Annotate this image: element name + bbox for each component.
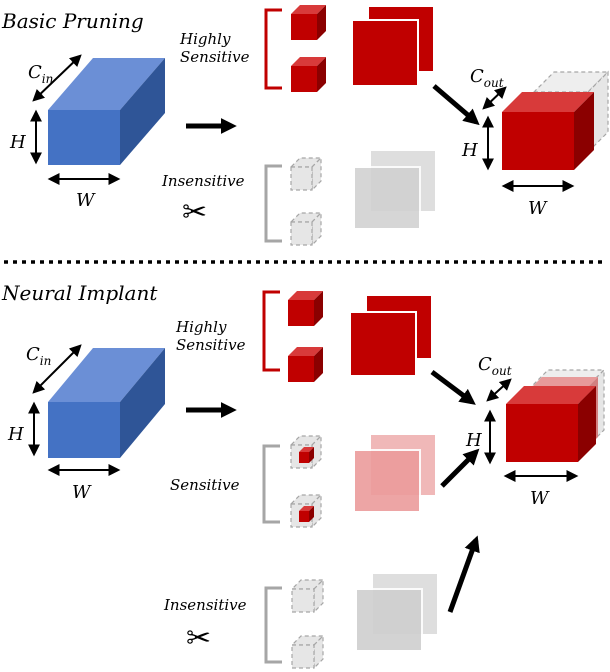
c-in-label: Cin	[28, 62, 53, 86]
merge-arrow-insensitive	[447, 535, 480, 613]
input-feature-cube	[48, 348, 165, 458]
highly-sensitive-bracket	[264, 8, 282, 90]
out-h-label: H	[465, 430, 482, 451]
insensitive-bracket	[264, 586, 282, 664]
insensitive-filter-1	[290, 578, 325, 614]
out-w-label: W	[530, 488, 550, 509]
channel-out-arrow	[482, 86, 507, 110]
c-out-label: Cout	[478, 354, 512, 378]
out-w-label: W	[528, 198, 548, 219]
section-title-neural-implant: Neural Implant	[1, 281, 158, 305]
implant-feature-maps	[353, 433, 437, 513]
insensitive-label: Insensitive	[163, 596, 247, 614]
merge-arrow	[432, 84, 480, 126]
sensitive-filter-1	[291, 5, 326, 40]
sensitive-filter-1	[288, 291, 323, 326]
w-label: W	[72, 482, 92, 503]
section-title-basic-pruning: Basic Pruning	[1, 9, 144, 33]
insensitive-filter-2	[290, 634, 325, 670]
out-h-label: H	[461, 140, 478, 161]
highly-sensitive-label-1: Highly	[179, 30, 231, 48]
channel-out-arrow	[486, 378, 512, 402]
highly-sensitive-label-2: Sensitive	[180, 48, 250, 66]
insensitive-filter-2	[289, 211, 323, 247]
scissors-icon: ✂	[182, 195, 207, 230]
implant-filter-1	[289, 434, 323, 470]
sensitive-filter-2	[288, 347, 323, 382]
sensitive-filter-2	[291, 57, 326, 92]
insensitive-label: Insensitive	[161, 172, 245, 190]
implant-filter-2	[289, 493, 323, 529]
merge-arrow-implant	[440, 448, 480, 488]
channel-in-arrow	[32, 54, 82, 102]
scissors-icon: ✂	[186, 621, 211, 656]
output-cube-implanted	[506, 368, 606, 462]
highly-sensitive-label-1: Highly	[175, 318, 227, 336]
highly-sensitive-label-2: Sensitive	[176, 336, 246, 354]
w-label: W	[76, 190, 96, 211]
sensitive-bracket	[262, 444, 280, 524]
h-label: H	[7, 424, 24, 445]
insensitive-filter-1	[289, 156, 323, 192]
sensitive-feature-maps	[349, 294, 433, 377]
channel-in-arrow	[32, 344, 82, 394]
insensitive-bracket	[264, 164, 282, 243]
insensitive-feature-maps	[355, 572, 439, 652]
h-label: H	[9, 132, 26, 153]
c-in-label: Cin	[26, 344, 51, 368]
sensitive-label: Sensitive	[170, 476, 240, 494]
highly-sensitive-bracket	[262, 290, 280, 372]
insensitive-feature-maps	[353, 149, 437, 230]
merge-arrow-sensitive	[430, 370, 476, 405]
c-out-label: Cout	[470, 66, 504, 90]
sensitive-feature-maps	[351, 5, 435, 87]
output-cube-pruned	[502, 70, 610, 170]
input-feature-cube	[48, 58, 165, 165]
